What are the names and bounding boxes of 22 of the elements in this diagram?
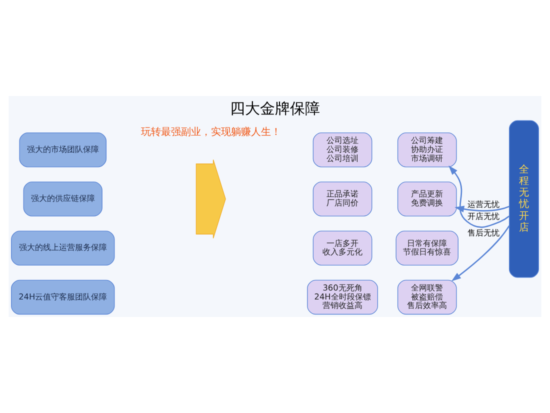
node-box: 强大的市场团队保障	[19, 132, 107, 168]
node-box: 强大的供应链保障	[23, 182, 102, 216]
node-box: 强大的线上运营服务保障	[11, 230, 115, 266]
edge-label: 售后无忧	[468, 228, 500, 238]
node-box: 公司筹建 协助办证 市场调研	[397, 132, 457, 168]
node-box: 日常有保障 节假日有惊喜	[396, 230, 458, 266]
node-box: 全网联警 被盗赔偿 售后效率高	[397, 280, 457, 315]
node-box: 一店多开 收入多元化	[312, 230, 372, 266]
node-arrow	[196, 159, 226, 239]
arrow	[448, 166, 510, 228]
arrow	[451, 225, 510, 282]
arrow	[454, 206, 510, 212]
node-box: 正品承诺 厂店同价	[312, 182, 372, 216]
node-box: 360无死角 24H全时段保镖 营销收益高	[307, 280, 378, 315]
node-box: 全程无忧开店	[508, 120, 539, 278]
label: 玩转最强副业，实现躺赚人生！	[140, 127, 281, 138]
node-box: 产品更新 免费调换	[397, 182, 457, 216]
edge-label: 运营无忧	[468, 198, 500, 209]
node-box: 公司选址 公司装修 公司培训	[312, 132, 372, 168]
node-box: 24H云值守客服团队保障	[11, 280, 115, 315]
diagram-title: 四大金牌保障	[230, 99, 320, 118]
edge-label: 开店无忧	[468, 211, 500, 222]
